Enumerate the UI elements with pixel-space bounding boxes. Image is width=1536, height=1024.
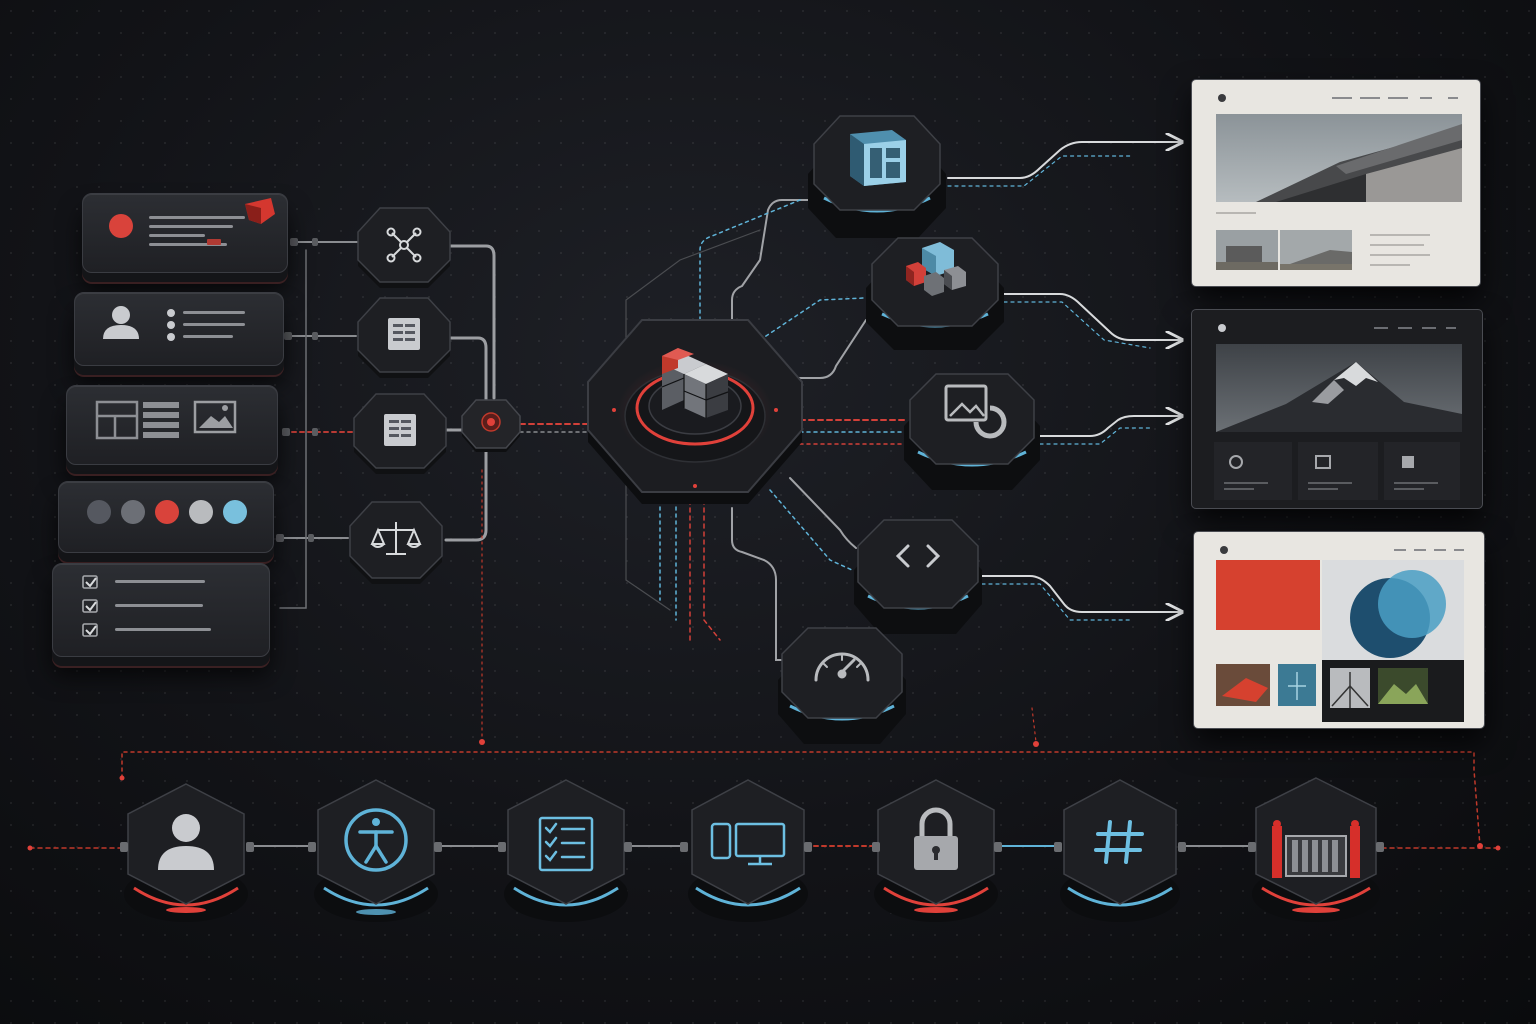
document-lines-icon — [384, 414, 416, 446]
preview-mountain-site[interactable] — [1192, 310, 1482, 508]
connector-card-vertical — [279, 249, 307, 609]
color-swatches-icon — [87, 500, 247, 524]
connector-network-junction — [448, 244, 496, 400]
image-placeholder-icon — [193, 400, 237, 434]
hashtag-icon — [1094, 820, 1144, 864]
connector-hub-down-thin — [625, 479, 671, 611]
junction-node[interactable] — [460, 398, 522, 456]
color-swatch[interactable] — [121, 500, 145, 524]
input-card-colors[interactable] — [58, 481, 274, 553]
padlock-icon — [914, 807, 958, 870]
network-nodes-icon — [386, 227, 422, 263]
balance-scale-icon — [370, 522, 422, 555]
color-swatch[interactable] — [155, 500, 179, 524]
connector-hub-layout — [731, 199, 811, 331]
connector-balance-junction — [444, 446, 488, 542]
mountain-photo — [1216, 344, 1462, 432]
feature-card-3 — [1384, 442, 1460, 500]
process-node-network[interactable] — [356, 206, 452, 290]
connector-hub-components — [789, 319, 867, 379]
input-card-profile[interactable] — [74, 292, 284, 366]
user-icon — [158, 814, 214, 870]
pipeline-node-hashtag[interactable] — [1056, 778, 1184, 928]
code-brackets-icon — [895, 544, 941, 568]
architecture-thumb-1 — [1216, 230, 1278, 270]
connector-hub-code — [789, 477, 857, 549]
layout-grid-icon — [95, 400, 139, 440]
connector-hub-down-blue — [659, 499, 677, 621]
checklist-icon — [82, 575, 211, 637]
alert-card-content — [109, 198, 275, 246]
arrow-code-preview-shadow — [981, 583, 1131, 621]
arrow-layout-preview-shadow — [947, 155, 1131, 187]
arrow-code-preview — [981, 575, 1180, 612]
speedometer-icon — [814, 652, 870, 682]
input-card-alert[interactable] — [82, 193, 288, 273]
process-node-document-1[interactable] — [356, 296, 452, 380]
feature-card-2 — [1298, 442, 1378, 500]
pipeline-node-devices[interactable] — [684, 778, 812, 928]
arrow-components-preview — [1003, 293, 1180, 340]
cube-stack-icon — [661, 348, 729, 418]
components-cubes-icon — [906, 242, 966, 296]
layout-blocks-icon — [850, 130, 906, 186]
connector-hub-performance — [731, 507, 783, 661]
color-swatch[interactable] — [223, 500, 247, 524]
boundary-dashed-red — [121, 751, 1481, 847]
devices-icon — [710, 822, 786, 866]
feature-card-1 — [1214, 442, 1292, 500]
pipeline-node-container[interactable] — [1248, 776, 1384, 928]
pipeline-node-checklist[interactable] — [500, 778, 632, 928]
arrow-layout-preview — [947, 142, 1180, 179]
arrow-components-preview-shadow — [1003, 301, 1151, 349]
container-icon — [1272, 820, 1360, 878]
image-media-icon — [944, 384, 1007, 439]
color-swatch[interactable] — [87, 500, 111, 524]
connector-doc1-junction — [448, 336, 488, 402]
arrow-image-preview-shadow — [1039, 427, 1151, 445]
checklist-icon — [538, 816, 594, 872]
user-avatar-icon — [103, 306, 139, 339]
pipeline-node-accessibility[interactable] — [310, 778, 442, 928]
layout-card-content — [95, 400, 237, 440]
output-node-image-media[interactable] — [902, 372, 1042, 492]
document-lines-icon — [388, 318, 420, 350]
central-hub[interactable] — [584, 312, 806, 512]
connector-hub-code-dotted — [769, 489, 853, 571]
output-node-layout-blocks[interactable] — [806, 112, 948, 240]
connector-hub-layout-dotted — [699, 199, 801, 321]
preview-architecture-site[interactable] — [1192, 80, 1480, 286]
connector-hub-down-red — [689, 499, 721, 641]
output-node-performance[interactable] — [776, 624, 908, 746]
red-status-dot — [109, 214, 133, 238]
accessibility-icon — [344, 808, 408, 872]
profile-card-content — [103, 306, 245, 341]
boundary-drop-right — [1031, 707, 1037, 743]
input-card-checklist[interactable] — [52, 563, 270, 657]
architecture-thumb-2 — [1280, 230, 1352, 270]
process-node-balance[interactable] — [348, 500, 444, 586]
input-card-layout[interactable] — [66, 385, 278, 465]
red-flag-icon — [245, 198, 275, 224]
color-swatch[interactable] — [189, 500, 213, 524]
connector-hub-components-dotted — [759, 297, 865, 341]
pipeline-node-user[interactable] — [120, 782, 252, 926]
output-node-components[interactable] — [864, 236, 1006, 352]
architecture-photo — [1216, 114, 1462, 202]
output-node-code[interactable] — [852, 516, 984, 636]
arrow-image-preview — [1039, 416, 1180, 437]
pipeline-node-security[interactable] — [870, 778, 1002, 928]
abstract-shapes — [1216, 560, 1464, 722]
preview-art-site[interactable] — [1194, 532, 1484, 728]
process-node-document-2[interactable] — [352, 392, 448, 476]
